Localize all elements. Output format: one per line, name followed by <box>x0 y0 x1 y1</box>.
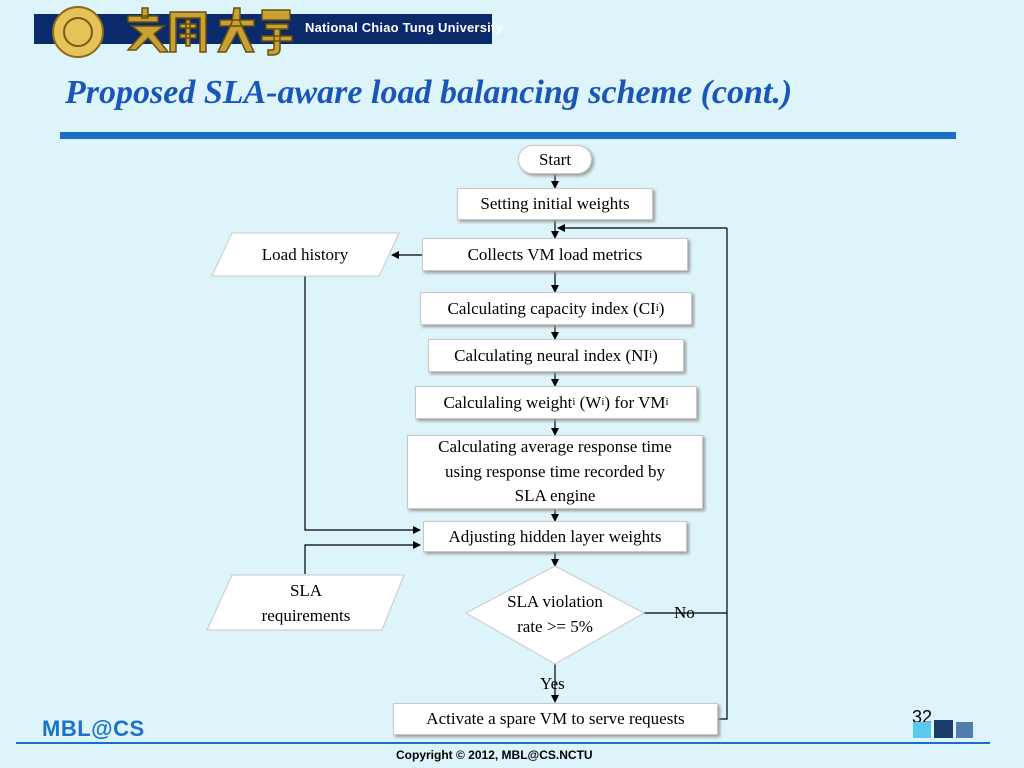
neural-index-tail: ) <box>652 345 658 365</box>
decision-line-2: rate >= 5% <box>517 616 593 636</box>
decision-label: SLA violation rate >= 5% <box>478 590 632 639</box>
no-label: No <box>674 603 695 622</box>
slide-title: Proposed SLA-aware load balancing scheme… <box>65 74 793 111</box>
capacity-index-tail: ) <box>658 298 665 318</box>
decor-square-icon <box>934 720 953 738</box>
arrow-sla-to-adjust <box>304 541 421 574</box>
sla-requirements-line-1: SLA <box>289 581 323 600</box>
decor-square-icon <box>913 722 931 738</box>
copyright-text: Copyright © 2012, MBL@CS.NCTU <box>396 748 593 762</box>
avg-response-line-2: using response time recorded by <box>445 461 665 481</box>
weight-text-a: Calculaling weight <box>443 392 573 412</box>
mbl-cs-logo: MBL@CS <box>42 716 145 741</box>
avg-response-line-3: SLA engine <box>514 486 596 506</box>
weight-text-b: (W <box>575 392 602 412</box>
start-node: Start <box>518 145 592 174</box>
average-response-time-box: Calculating average response time using … <box>407 435 703 509</box>
neural-index-subscript: i <box>649 348 653 361</box>
neural-index-text: Calculating neural index (NI <box>454 345 650 365</box>
collect-vm-load-metrics-box: Collects VM load metrics <box>422 238 688 271</box>
load-history-label: Load history <box>261 245 349 264</box>
weight-subscript-1: i <box>572 395 576 408</box>
setting-initial-weights-box: Setting initial weights <box>457 188 653 220</box>
decor-square-icon <box>956 722 973 738</box>
footer-divider <box>16 742 990 744</box>
adjust-hidden-layer-weights-box: Adjusting hidden layer weights <box>423 521 687 552</box>
sla-requirements-line-2: requirements <box>261 605 351 625</box>
yes-label: Yes <box>540 674 565 693</box>
line-activate-loop <box>718 228 728 720</box>
decision-diamond <box>464 565 646 665</box>
university-name: National Chiao Tung University <box>305 20 503 35</box>
capacity-index-text: Calculating capacity index (CI <box>447 298 656 318</box>
university-seal-icon <box>52 6 104 58</box>
weight-subscript-3: i <box>665 395 669 408</box>
avg-response-line-1: Calculating average response time <box>438 437 672 457</box>
weight-text-c: ) for VM <box>604 392 666 412</box>
sla-requirements-parallelogram <box>206 574 405 631</box>
arrow-history-to-adjust <box>304 276 421 534</box>
decision-line-1: SLA violation <box>507 592 603 611</box>
sla-requirements-label: SLA requirements <box>225 579 387 628</box>
title-divider <box>60 132 956 139</box>
activate-spare-vm-box: Activate a spare VM to serve requests <box>393 703 718 735</box>
chinese-calligraphy-logo <box>126 7 293 56</box>
capacity-index-subscript: i <box>655 301 659 314</box>
load-history-parallelogram <box>211 232 400 277</box>
weight-subscript-2: i <box>601 395 605 408</box>
